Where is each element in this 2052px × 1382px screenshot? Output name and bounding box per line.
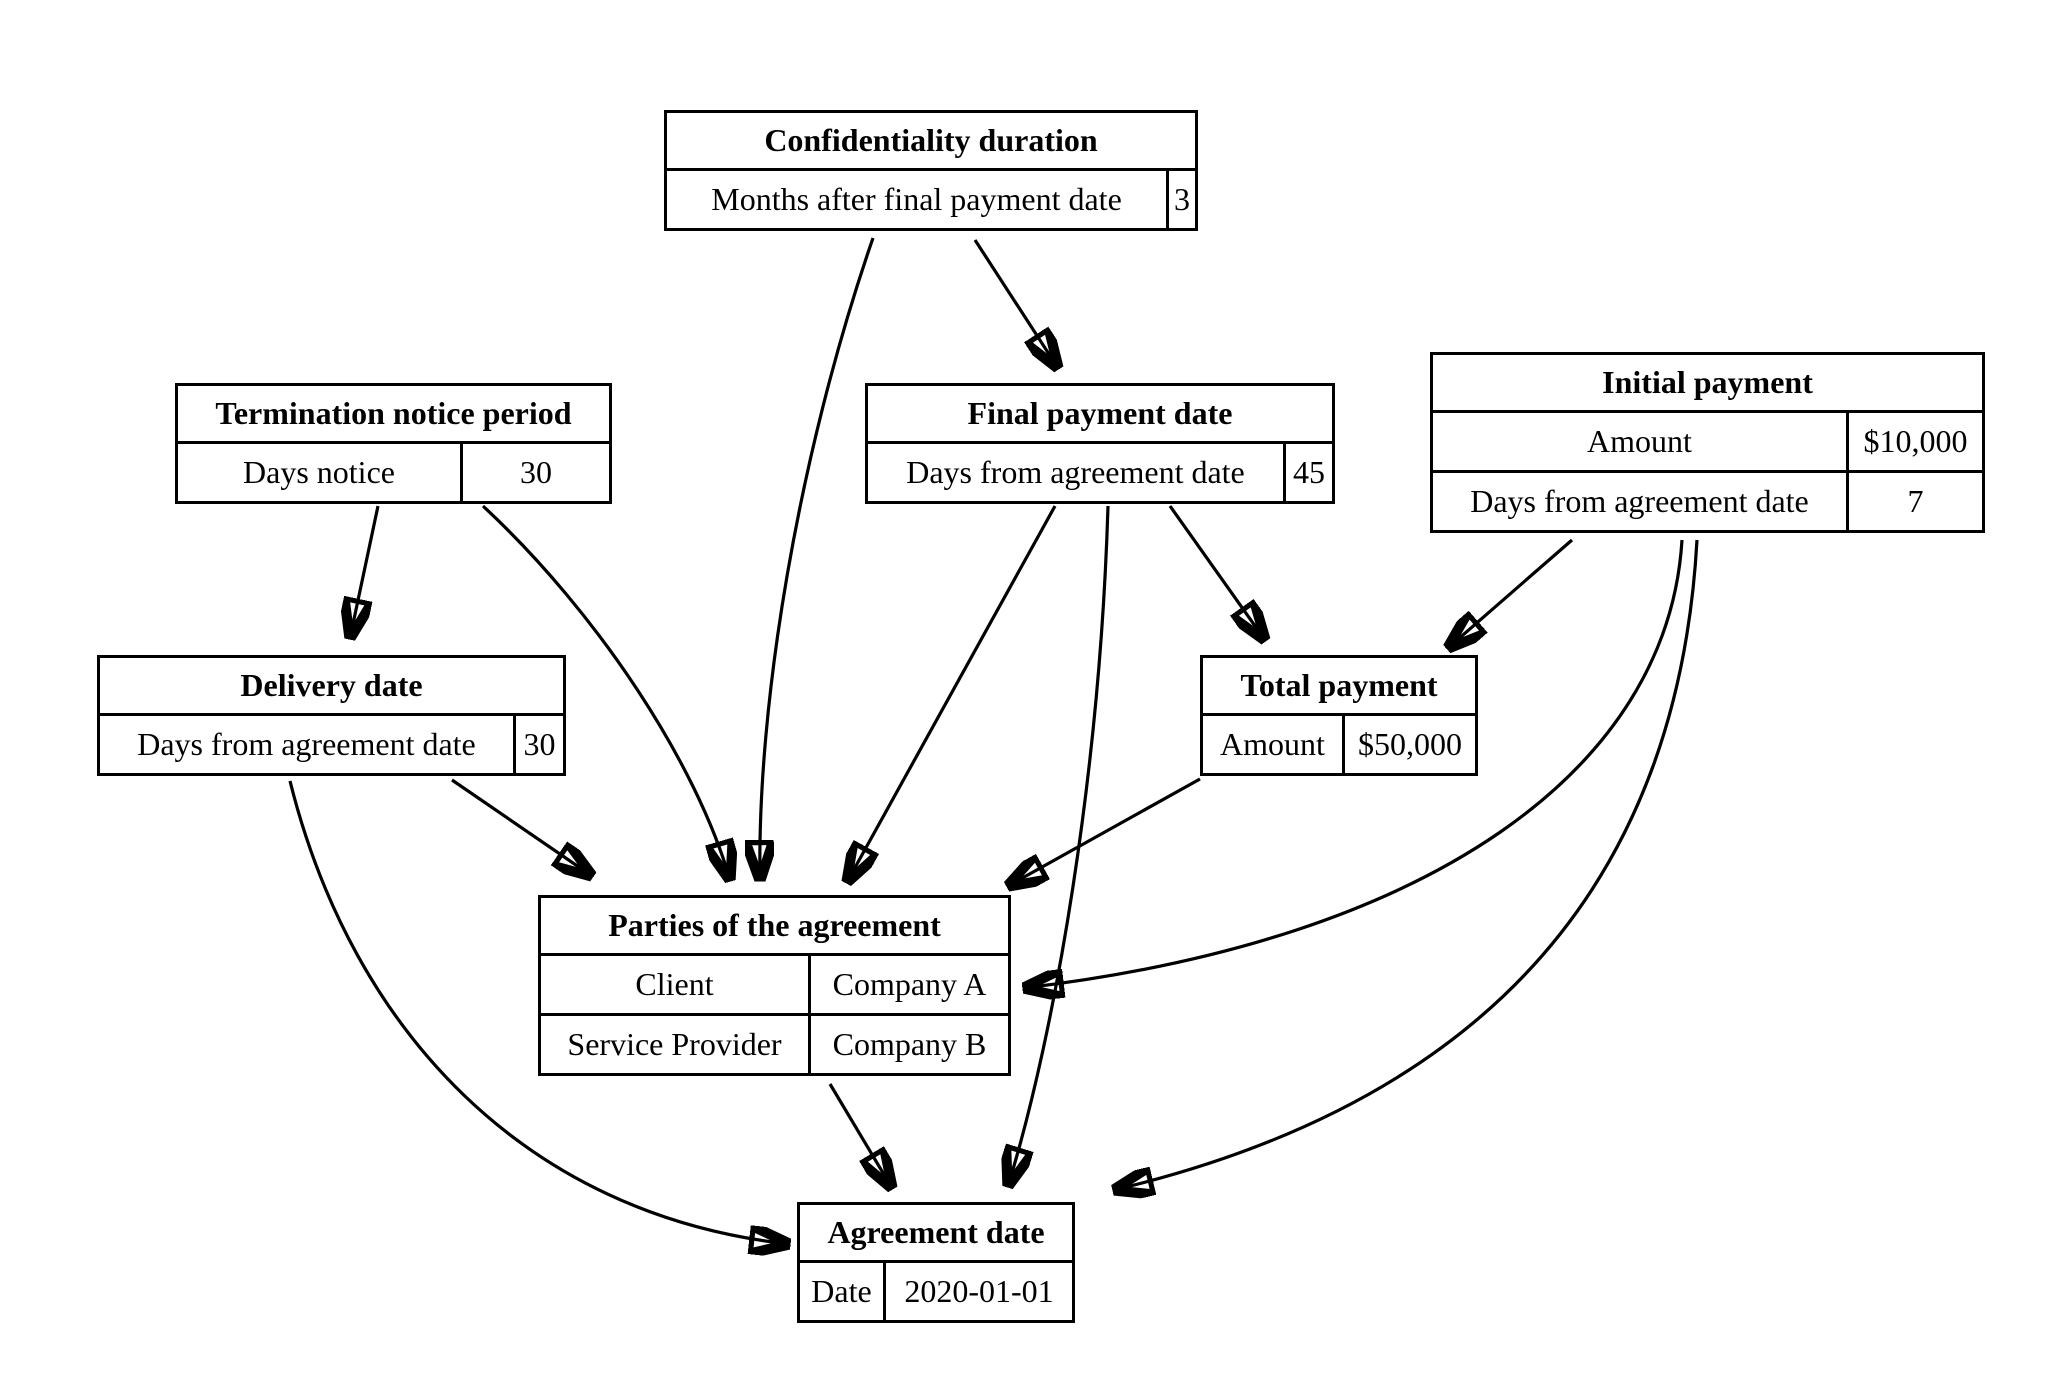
field-value: Company B <box>808 1013 1011 1076</box>
node-title: Initial payment <box>1430 352 1985 413</box>
field-label: Service Provider <box>538 1013 811 1076</box>
edge-initial-payment-to-total-payment <box>1448 538 1574 648</box>
node-confidentiality-duration: Confidentiality duration Months after fi… <box>664 110 1198 231</box>
field-value: 45 <box>1283 441 1335 504</box>
edge-delivery-date-to-parties <box>451 778 592 876</box>
edge-termination-notice-period-to-delivery-date <box>350 505 380 638</box>
final-payment-date-table: Final payment date Days from agreement d… <box>865 383 1335 504</box>
field-value: Company A <box>808 953 1011 1016</box>
field-value: 2020-01-01 <box>883 1260 1075 1323</box>
field-value: 3 <box>1166 168 1198 231</box>
node-title: Total payment <box>1200 655 1478 716</box>
total-payment-table: Total payment Amount $50,000 <box>1200 655 1478 776</box>
edge-final-payment-date-to-agreement-date <box>1008 505 1110 1186</box>
node-final-payment-date: Final payment date Days from agreement d… <box>865 383 1335 504</box>
field-label: Client <box>538 953 811 1016</box>
edge-final-payment-date-to-total-payment <box>1168 505 1265 640</box>
node-termination-notice-period: Termination notice period Days notice 30 <box>175 383 612 504</box>
edge-total-payment-to-parties <box>1008 777 1201 886</box>
node-title: Termination notice period <box>175 383 612 444</box>
initial-payment-table: Initial payment Amount $10,000 Days from… <box>1430 352 1985 533</box>
field-label: Amount <box>1430 410 1849 473</box>
edge-confidentiality-duration-to-final-payment-date <box>973 239 1058 368</box>
field-label: Months after final payment date <box>664 168 1169 231</box>
edge-initial-payment-to-agreement-date <box>1114 539 1699 1190</box>
node-agreement-date: Agreement date Date 2020-01-01 <box>797 1202 1075 1323</box>
termination-notice-period-table: Termination notice period Days notice 30 <box>175 383 612 504</box>
field-label: Days from agreement date <box>865 441 1286 504</box>
node-title: Parties of the agreement <box>538 895 1011 956</box>
field-label: Days notice <box>175 441 463 504</box>
field-label: Days from agreement date <box>97 713 516 776</box>
edge-confidentiality-duration-to-parties <box>760 237 875 880</box>
field-value: 30 <box>513 713 566 776</box>
field-value: 30 <box>460 441 612 504</box>
confidentiality-duration-table: Confidentiality duration Months after fi… <box>664 110 1198 231</box>
node-title: Delivery date <box>97 655 566 716</box>
node-title: Agreement date <box>797 1202 1075 1263</box>
node-initial-payment: Initial payment Amount $10,000 Days from… <box>1430 352 1985 533</box>
node-parties: Parties of the agreement Client Company … <box>538 895 1011 1076</box>
field-label: Date <box>797 1260 886 1323</box>
parties-table: Parties of the agreement Client Company … <box>538 895 1011 1076</box>
field-value: $50,000 <box>1342 713 1478 776</box>
edge-parties-to-agreement-date <box>828 1083 892 1188</box>
field-label: Amount <box>1200 713 1345 776</box>
node-delivery-date: Delivery date Days from agreement date 3… <box>97 655 566 776</box>
field-value: $10,000 <box>1846 410 1985 473</box>
field-value: 7 <box>1846 470 1985 533</box>
node-title: Final payment date <box>865 383 1335 444</box>
node-total-payment: Total payment Amount $50,000 <box>1200 655 1478 776</box>
node-title: Confidentiality duration <box>664 110 1198 171</box>
field-label: Days from agreement date <box>1430 470 1849 533</box>
edge-final-payment-date-to-parties <box>847 505 1057 882</box>
delivery-date-table: Delivery date Days from agreement date 3… <box>97 655 566 776</box>
agreement-date-table: Agreement date Date 2020-01-01 <box>797 1202 1075 1323</box>
